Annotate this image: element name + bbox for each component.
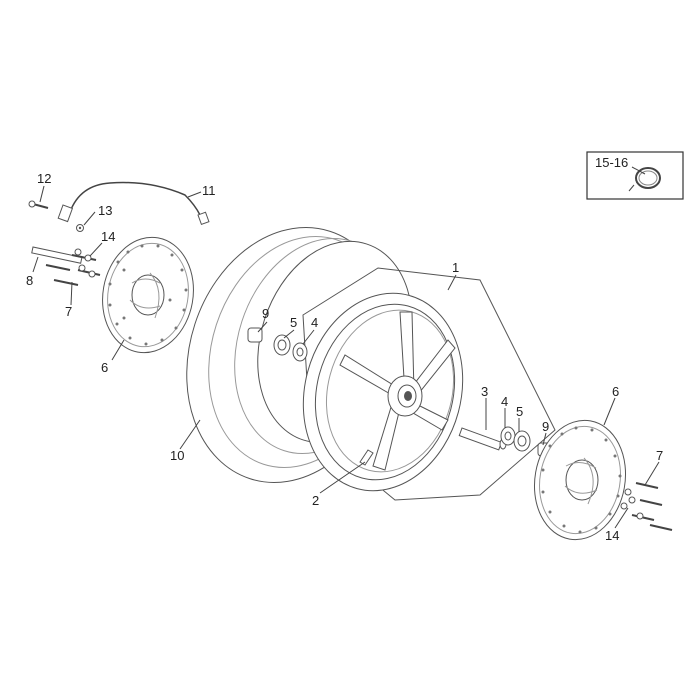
bearing-right — [513, 430, 531, 452]
label-8: 8 — [26, 273, 33, 288]
label-9-right: 9 — [542, 419, 549, 434]
seal-right — [500, 426, 516, 446]
axle-pin-left — [31, 246, 83, 264]
disc-bolts-left — [45, 248, 101, 286]
label-15-16: 15-16 — [595, 155, 628, 170]
label-6-right: 6 — [612, 384, 619, 399]
label-5-right: 5 — [516, 404, 523, 419]
sensor-washer — [76, 224, 84, 232]
label-4-right: 4 — [501, 394, 508, 409]
clamp-icon — [628, 167, 661, 192]
seal-left — [292, 342, 308, 362]
label-5-left: 5 — [290, 315, 297, 330]
rim — [302, 292, 464, 492]
label-14-left: 14 — [101, 229, 115, 244]
part-labels: 1 2 3 4 4 5 5 6 6 7 7 8 9 9 10 11 12 13 … — [26, 171, 663, 543]
label-10: 10 — [170, 448, 184, 463]
label-7-right: 7 — [656, 448, 663, 463]
brake-disc-right — [533, 419, 627, 541]
label-12: 12 — [37, 171, 51, 186]
label-1: 1 — [452, 260, 459, 275]
inset-clamp-box: 15-16 — [586, 151, 684, 200]
leader-lines — [32, 166, 660, 529]
label-13: 13 — [98, 203, 112, 218]
disc-bolts-right — [620, 482, 673, 531]
brake-disc-left — [102, 236, 194, 354]
label-2: 2 — [312, 493, 319, 508]
valve — [359, 449, 374, 466]
label-4-left: 4 — [311, 315, 318, 330]
bearing-left — [273, 334, 291, 356]
speed-sensor-cable — [57, 181, 210, 226]
label-11: 11 — [202, 183, 216, 198]
axle — [458, 427, 507, 451]
label-14-right: 14 — [605, 528, 619, 543]
label-7-left: 7 — [65, 304, 72, 319]
label-9-left: 9 — [262, 306, 269, 321]
sensor-screw — [28, 200, 49, 209]
label-6-left: 6 — [101, 360, 108, 375]
label-3: 3 — [481, 384, 488, 399]
